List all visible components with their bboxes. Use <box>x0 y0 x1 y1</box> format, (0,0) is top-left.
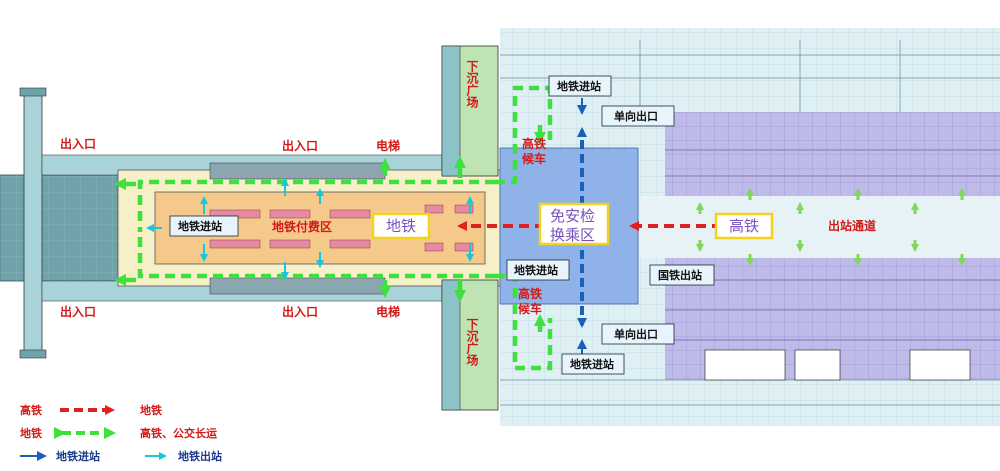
label-transfer-zone-line2: 换乘区 <box>550 226 595 244</box>
tag-one-way-exit-top <box>601 105 675 127</box>
label-entrance-exit-bottom-left: 出入口 <box>60 304 96 319</box>
tag-national-rail-exit <box>649 264 715 286</box>
box-transfer-zone <box>538 202 610 246</box>
legend: 高铁 地铁 地铁 高铁、公交长运 地铁进站 地铁出站 <box>20 403 222 463</box>
label-sunken-plaza-bottom: 下沉广场 <box>465 318 479 367</box>
legend-hsr-to: 地铁 <box>140 403 162 417</box>
green-flow-routes <box>137 85 553 371</box>
legend-hsr-from: 高铁 <box>20 403 42 417</box>
legend-metro-from: 地铁 <box>20 426 42 440</box>
tag-metro-entry-right-mid <box>506 259 570 281</box>
tag-metro-entry-left <box>169 215 239 237</box>
label-one-way-exit-top: 单向出口 <box>614 109 658 123</box>
label-one-way-exit-bottom: 单向出口 <box>614 327 658 341</box>
tag-metro-entry-right-top <box>548 75 612 97</box>
box-metro <box>371 212 431 240</box>
label-hsr-waiting-bottom-2: 候车 <box>518 301 542 316</box>
label-sunken-plaza-top: 下沉广场 <box>465 60 479 109</box>
label-entrance-exit-top-left: 出入口 <box>60 136 96 151</box>
label-metro-box: 地铁 <box>386 217 416 235</box>
label-hsr-box: 高铁 <box>729 217 759 235</box>
legend-metro-to: 高铁、公交长运 <box>140 426 217 440</box>
label-metro-entry-right-bottom: 地铁进站 <box>570 357 614 371</box>
label-exit-passage: 出站通道 <box>828 218 876 233</box>
tag-metro-entry-right-bottom <box>561 353 625 375</box>
legend-metro-exit: 地铁出站 <box>178 449 222 463</box>
label-elevator-top: 电梯 <box>376 138 400 153</box>
label-national-rail-exit: 国铁出站 <box>658 268 702 282</box>
green-flow-arrowheads <box>114 125 546 332</box>
left-building <box>0 87 443 359</box>
label-entrance-exit-bottom-mid: 出入口 <box>282 304 318 319</box>
tag-one-way-exit-bottom <box>601 323 675 345</box>
label-transfer-zone-line1: 免安检 <box>550 207 595 225</box>
box-hsr <box>714 212 774 240</box>
label-hsr-waiting-top-1: 高铁 <box>522 136 546 151</box>
label-elevator-bottom: 电梯 <box>376 304 400 319</box>
label-hsr-waiting-top-2: 候车 <box>522 151 546 166</box>
label-metro-entry-left: 地铁进站 <box>178 219 222 233</box>
sunken-plaza-wings <box>441 45 499 411</box>
label-metro-entry-right-mid: 地铁进站 <box>514 263 558 277</box>
metro-exit-arrows <box>146 178 474 280</box>
label-entrance-exit-top-mid: 出入口 <box>282 138 318 153</box>
label-hsr-waiting-bottom-1: 高铁 <box>518 286 542 301</box>
label-metro-paid-area: 地铁付费区 <box>272 219 332 234</box>
legend-metro-entry: 地铁进站 <box>56 449 100 463</box>
label-metro-entry-right-top: 地铁进站 <box>557 79 601 93</box>
